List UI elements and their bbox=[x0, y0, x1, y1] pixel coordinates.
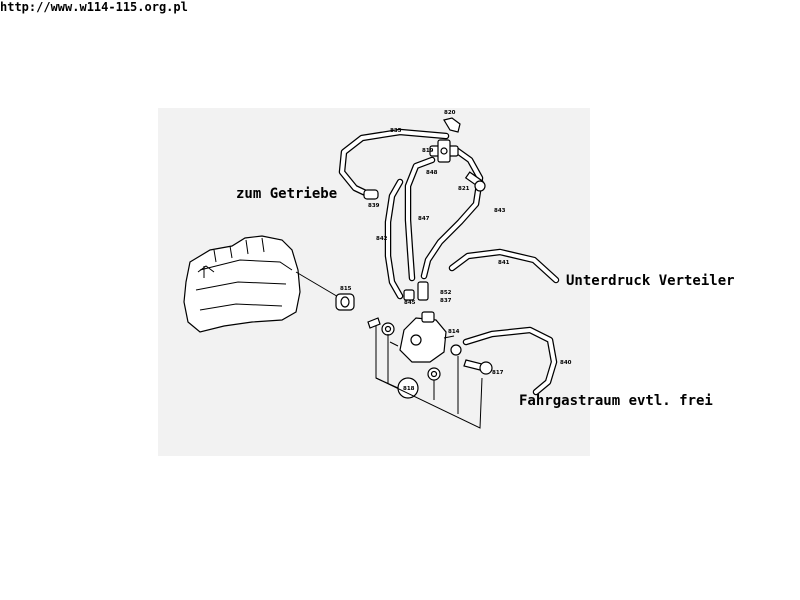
part-817-screw bbox=[463, 359, 493, 375]
callout-transmission: zum Getriebe bbox=[236, 186, 338, 202]
pn-841: 841 bbox=[498, 260, 510, 266]
pn-814: 814 bbox=[448, 329, 460, 335]
pn-840: 840 bbox=[560, 360, 572, 366]
pn-819: 819 bbox=[422, 148, 434, 154]
hose-842 bbox=[384, 178, 404, 300]
part-852-837-connectors bbox=[403, 281, 429, 301]
part-819-tee bbox=[429, 139, 459, 163]
pn-839: 839 bbox=[368, 203, 380, 209]
callout-vacuum-distributor: Unterdruck Verteiler bbox=[566, 273, 735, 289]
part-815-bushing bbox=[335, 293, 355, 311]
hose-835 bbox=[338, 128, 450, 200]
pn-837: 837 bbox=[440, 298, 452, 304]
hose-840 bbox=[462, 326, 558, 396]
part-818-kit-leaders bbox=[375, 326, 483, 429]
part-839-cap bbox=[363, 189, 379, 200]
pn-817: 817 bbox=[492, 370, 504, 376]
pn-820: 820 bbox=[444, 110, 456, 116]
pn-835: 835 bbox=[390, 128, 402, 134]
pn-821: 821 bbox=[458, 186, 470, 192]
hose-843 bbox=[420, 146, 484, 280]
injection-pump-drawing bbox=[183, 235, 341, 333]
pn-843: 843 bbox=[494, 208, 506, 214]
pn-842: 842 bbox=[376, 236, 388, 242]
part-820-clip bbox=[443, 117, 461, 133]
part-821-bolt bbox=[464, 171, 486, 192]
pn-848: 848 bbox=[426, 170, 438, 176]
pn-847: 847 bbox=[418, 216, 430, 222]
callout-passenger-compartment: Fahrgastraum evtl. frei bbox=[519, 393, 713, 409]
pn-845: 845 bbox=[404, 300, 416, 306]
pn-815: 815 bbox=[340, 286, 352, 292]
pn-818: 818 bbox=[403, 386, 415, 392]
pn-852: 852 bbox=[440, 290, 452, 296]
part-814-valve bbox=[389, 311, 455, 363]
hose-847 bbox=[404, 156, 436, 282]
part-washers bbox=[367, 317, 462, 381]
source-url: http://www.w114-115.org.pl bbox=[0, 0, 188, 14]
hose-841 bbox=[448, 248, 560, 284]
